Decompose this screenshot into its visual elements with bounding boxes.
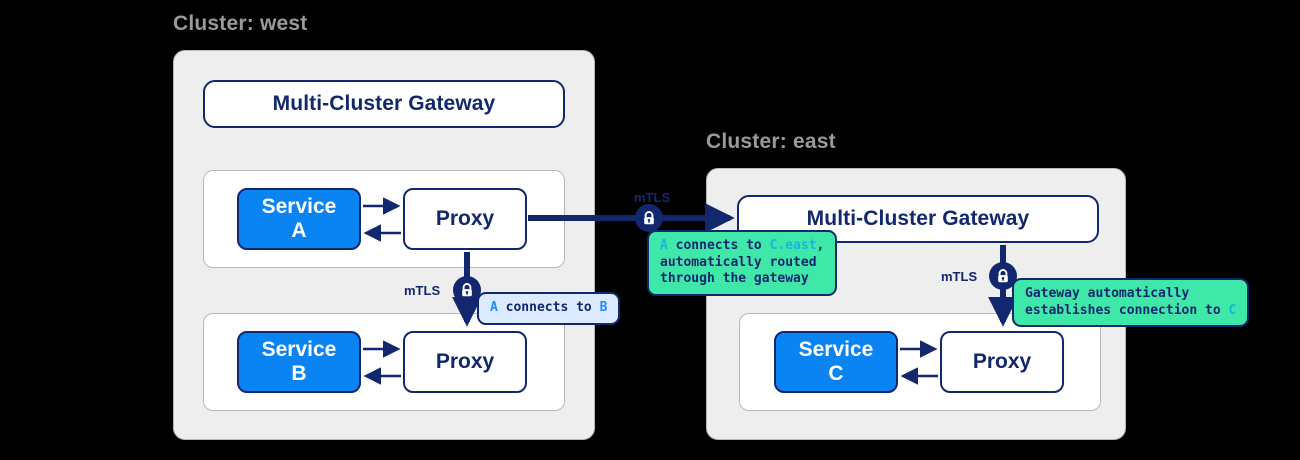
service-node-c-label: Service <box>798 338 874 362</box>
service-node-c-name: C <box>828 362 844 385</box>
gateway-west[interactable]: Multi-Cluster Gateway <box>203 80 565 128</box>
mtls-label-cross-cluster: mTLS <box>634 190 671 205</box>
lock-icon-cross-cluster <box>635 204 663 232</box>
tooltip-segment: connects to <box>667 238 770 253</box>
tooltip-segment: C <box>1228 302 1237 318</box>
lock-icon <box>462 282 472 296</box>
lock-icon-west-internal <box>453 276 481 304</box>
service-node-c[interactable]: Service C <box>774 331 898 393</box>
tooltip-a-connects-to-c-east: A connects to C.east, automatically rout… <box>647 230 838 296</box>
cluster-title-east: Cluster: east <box>706 130 836 153</box>
tooltip-segment: B <box>599 300 608 315</box>
proxy-node-c[interactable]: Proxy <box>940 331 1064 393</box>
lock-icon <box>644 210 654 224</box>
mtls-label-east-internal: mTLS <box>941 269 978 284</box>
service-node-a-label: Service <box>261 195 337 219</box>
tooltip-segment: C.east <box>769 238 817 253</box>
tooltip-segment: A <box>490 300 498 315</box>
proxy-node-b[interactable]: Proxy <box>403 331 527 393</box>
tooltip-segment: Gateway automatically establishes connec… <box>1025 286 1221 318</box>
cluster-title-west: Cluster: west <box>173 12 308 35</box>
tooltip-a-connects-to-b: A connects to B <box>477 292 621 325</box>
lock-icon <box>998 268 1008 282</box>
tooltip-segment: A <box>660 238 668 253</box>
tooltip-segment: connects to <box>497 300 600 315</box>
service-node-a-name: A <box>291 219 307 242</box>
service-node-b-label: Service <box>261 338 337 362</box>
tooltip-segment: , automatically routed through the gatew… <box>660 238 825 287</box>
service-node-b[interactable]: Service B <box>237 331 361 393</box>
service-node-a[interactable]: Service A <box>237 188 361 250</box>
proxy-node-a[interactable]: Proxy <box>403 188 527 250</box>
mtls-label-west-internal: mTLS <box>404 283 441 298</box>
tooltip-gateway-establishes-to-c: Gateway automatically establishes connec… <box>1012 278 1250 328</box>
service-node-b-name: B <box>291 362 307 385</box>
